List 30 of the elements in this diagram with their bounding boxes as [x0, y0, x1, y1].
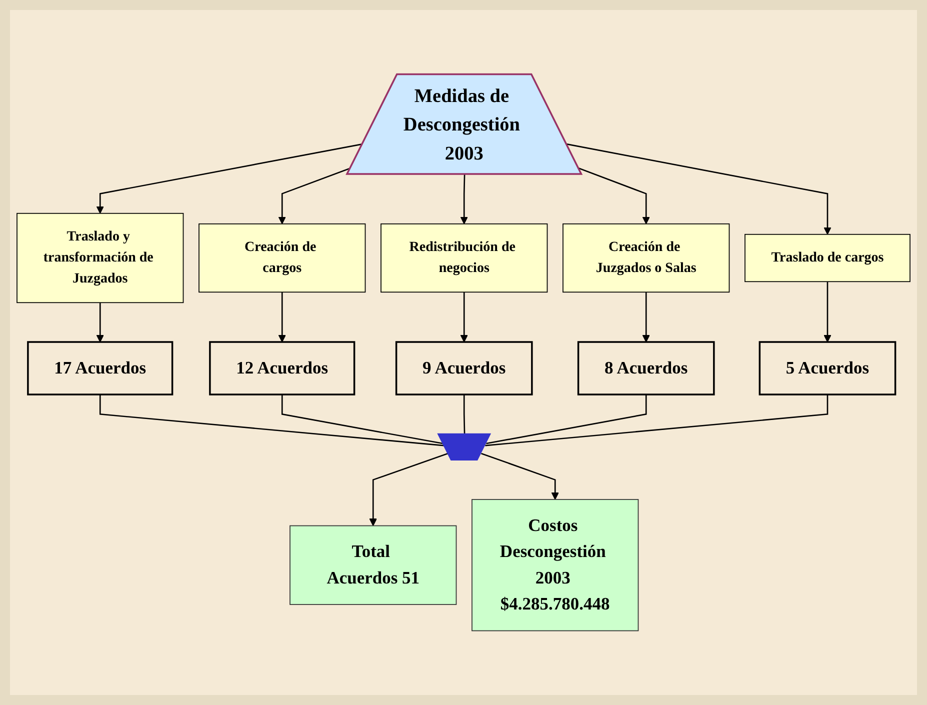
arrow — [481, 452, 559, 500]
arrow — [578, 168, 650, 224]
connector — [463, 394, 466, 434]
arrow — [642, 292, 650, 342]
arrow — [278, 292, 286, 342]
arrow — [96, 143, 363, 214]
node-box: 17 Acuerdos — [27, 341, 174, 396]
node-box: Creación de Juzgados o Salas — [562, 223, 730, 293]
connector — [486, 394, 647, 444]
node-box: Redistribución de negocios — [380, 223, 548, 293]
connector — [281, 394, 444, 444]
node-arrow — [437, 433, 492, 461]
node-box: Total Acuerdos 51 — [290, 525, 457, 605]
arrow — [460, 292, 468, 342]
arrow — [566, 143, 832, 235]
node-box: Costos Descongestión 2003 $4.285.780.448 — [472, 499, 639, 632]
node-box: 8 Acuerdos — [577, 341, 715, 396]
node-box: Traslado y transformación de Juzgados — [16, 212, 184, 304]
arrow — [460, 174, 468, 224]
node-box: 5 Acuerdos — [758, 341, 896, 396]
arrow — [96, 302, 104, 342]
arrow — [824, 282, 832, 342]
connector — [99, 394, 444, 446]
node-box: Traslado de cargos — [744, 234, 910, 282]
arrow — [369, 452, 448, 526]
arrow — [278, 168, 351, 224]
connector — [485, 394, 828, 446]
node-box: 9 Acuerdos — [395, 341, 533, 396]
node-box: 12 Acuerdos — [209, 341, 356, 396]
node-box: Creación de cargos — [198, 223, 366, 293]
